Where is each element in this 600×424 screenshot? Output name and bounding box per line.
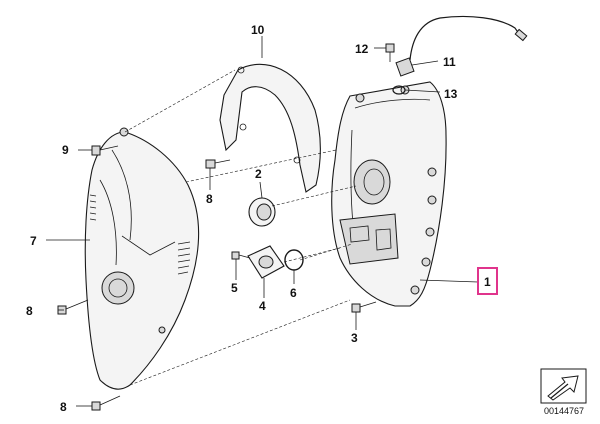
callout-10[interactable]: 10 xyxy=(251,23,265,37)
part-2-shaft-seal[interactable] xyxy=(248,197,276,227)
part-8-bolt-middle[interactable] xyxy=(57,299,89,315)
callout-5[interactable]: 5 xyxy=(231,281,238,295)
part-3-bolt[interactable] xyxy=(351,301,377,313)
callout-8-middle[interactable]: 8 xyxy=(26,304,33,318)
part-7-outer-cover[interactable] xyxy=(84,127,200,390)
callout-13[interactable]: 13 xyxy=(444,87,458,101)
callout-12[interactable]: 12 xyxy=(355,42,369,56)
callout-3[interactable]: 3 xyxy=(351,331,358,345)
part-1-timing-case[interactable] xyxy=(331,81,447,307)
callout-9[interactable]: 9 xyxy=(62,143,69,157)
alignment-lines xyxy=(124,69,357,386)
part-8-bolt-upper[interactable] xyxy=(205,159,231,169)
part-10-guide-rail[interactable] xyxy=(219,63,321,193)
part-9-bolt[interactable] xyxy=(91,145,119,156)
next-page-arrow-icon[interactable] xyxy=(540,368,587,404)
highlight-box xyxy=(477,267,498,295)
callout-11[interactable]: 11 xyxy=(443,55,456,69)
part-11-sensor-cable[interactable] xyxy=(395,15,528,77)
callout-6[interactable]: 6 xyxy=(290,286,297,300)
callout-4[interactable]: 4 xyxy=(259,299,266,313)
callout-7[interactable]: 7 xyxy=(30,234,37,248)
callout-8-lower[interactable]: 8 xyxy=(60,400,67,414)
callout-1[interactable]: 1 xyxy=(484,275,491,289)
document-number: 00144767 xyxy=(544,406,584,416)
part-12-screw[interactable] xyxy=(385,43,395,62)
leader-lines xyxy=(46,36,479,407)
callout-1-highlighted[interactable]: 1 xyxy=(477,267,498,295)
callout-8-upper[interactable]: 8 xyxy=(206,192,213,206)
part-5-bolt[interactable] xyxy=(231,251,251,260)
part-8-bolt-lower[interactable] xyxy=(91,395,121,411)
callout-2[interactable]: 2 xyxy=(255,167,262,181)
callout-labels: 9 7 8 8 8 10 2 5 4 6 3 12 11 13 xyxy=(26,23,458,414)
part-4-flange-plate[interactable] xyxy=(247,245,285,279)
